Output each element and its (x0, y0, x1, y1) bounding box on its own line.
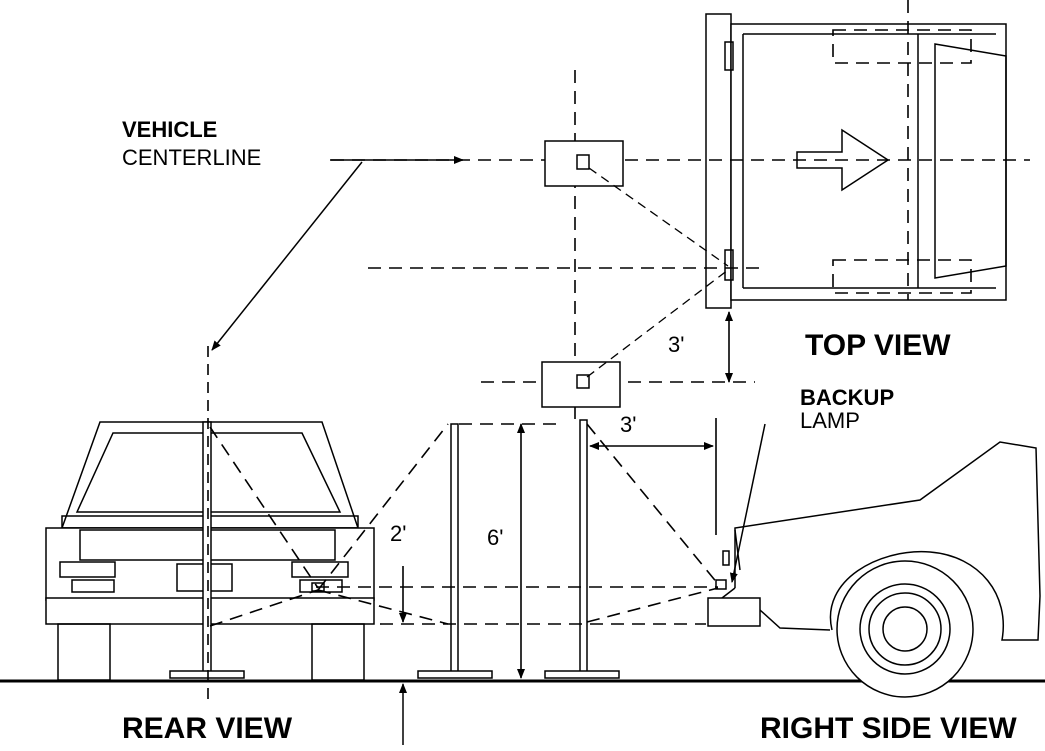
low-target-pole (417, 423, 493, 679)
lamp-label: LAMP (800, 408, 860, 433)
low-height-label: 2' (390, 521, 406, 546)
top-view-vehicle (705, 13, 1007, 309)
top-offset-label: 3' (668, 332, 684, 357)
side-backup-lamp (715, 579, 727, 590)
high-height-label: 6' (487, 525, 503, 550)
rear-view-pole (169, 346, 245, 700)
top-view-label: TOP VIEW (805, 329, 951, 362)
top-view-sight-lines (586, 167, 729, 378)
rear-view-label: REAR VIEW (122, 712, 293, 745)
side-view-vehicle (707, 441, 1041, 698)
side-offset-label: 3' (620, 412, 636, 437)
top-view-targets (541, 140, 624, 408)
vehicle-label: VEHICLE (122, 117, 217, 142)
side-view-wheel (836, 560, 974, 698)
right-side-view-label: RIGHT SIDE VIEW (760, 712, 1017, 745)
centerline-leader-to-rear (211, 161, 363, 351)
centerline-label: CENTERLINE (122, 145, 261, 170)
backup-lamp-leader (729, 423, 766, 583)
direction-arrow (796, 128, 890, 192)
high-target-pole (544, 419, 620, 679)
backup-label: BACKUP (800, 385, 894, 410)
